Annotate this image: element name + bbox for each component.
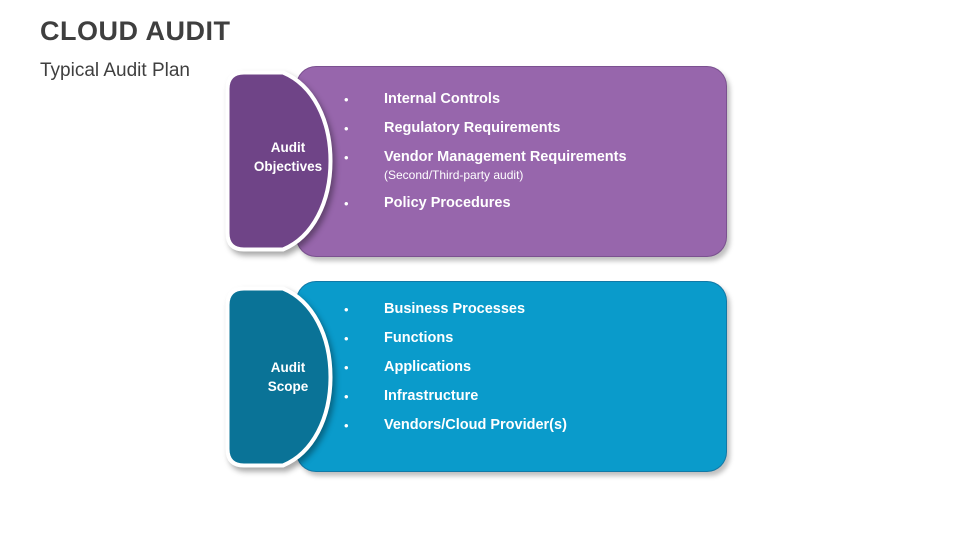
audit-objectives-list: • Internal Controls • Regulatory Require… xyxy=(344,90,627,223)
list-item-text: Vendor Management Requirements xyxy=(384,149,627,165)
list-item: • Vendor Management Requirements (Second… xyxy=(344,148,627,184)
audit-scope-tab-shape xyxy=(225,286,333,468)
bullet-icon: • xyxy=(344,196,349,211)
list-item: • Infrastructure xyxy=(344,387,567,406)
slide-title: CLOUD AUDIT xyxy=(40,16,231,46)
list-item-text: Infrastructure xyxy=(384,388,479,404)
audit-scope-tab-path xyxy=(225,286,333,468)
list-item-text: Business Processes xyxy=(384,301,526,317)
slide-subtitle: Typical Audit Plan xyxy=(40,60,190,81)
bullet-icon: • xyxy=(344,302,349,317)
audit-objectives-tab-path xyxy=(225,70,333,252)
bullet-icon: • xyxy=(344,389,349,404)
bullet-icon: • xyxy=(344,121,349,136)
list-item-note: (Second/Third-party audit) xyxy=(384,168,524,182)
audit-objectives-panel xyxy=(296,66,727,257)
list-item: • Applications xyxy=(344,358,567,377)
list-item: • Internal Controls xyxy=(344,90,627,109)
audit-scope-panel xyxy=(296,281,727,472)
bullet-icon: • xyxy=(344,331,349,346)
list-item-text: Applications xyxy=(384,359,472,375)
bullet-icon: • xyxy=(344,150,349,165)
audit-scope-list: • Business Processes • Functions • Appli… xyxy=(344,300,567,445)
list-item-text: Regulatory Requirements xyxy=(384,120,561,136)
list-item: • Vendors/Cloud Provider(s) xyxy=(344,416,567,435)
bullet-icon: • xyxy=(344,360,349,375)
list-item: • Business Processes xyxy=(344,300,567,319)
audit-objectives-tab-shape xyxy=(225,70,333,252)
list-item: • Policy Procedures xyxy=(344,194,627,213)
list-item-text: Vendors/Cloud Provider(s) xyxy=(384,417,567,433)
list-item-text: Functions xyxy=(384,330,454,346)
list-item-text: Policy Procedures xyxy=(384,195,511,211)
list-item-text: Internal Controls xyxy=(384,91,501,107)
bullet-icon: • xyxy=(344,92,349,107)
list-item: • Functions xyxy=(344,329,567,348)
bullet-icon: • xyxy=(344,418,349,433)
list-item: • Regulatory Requirements xyxy=(344,119,627,138)
